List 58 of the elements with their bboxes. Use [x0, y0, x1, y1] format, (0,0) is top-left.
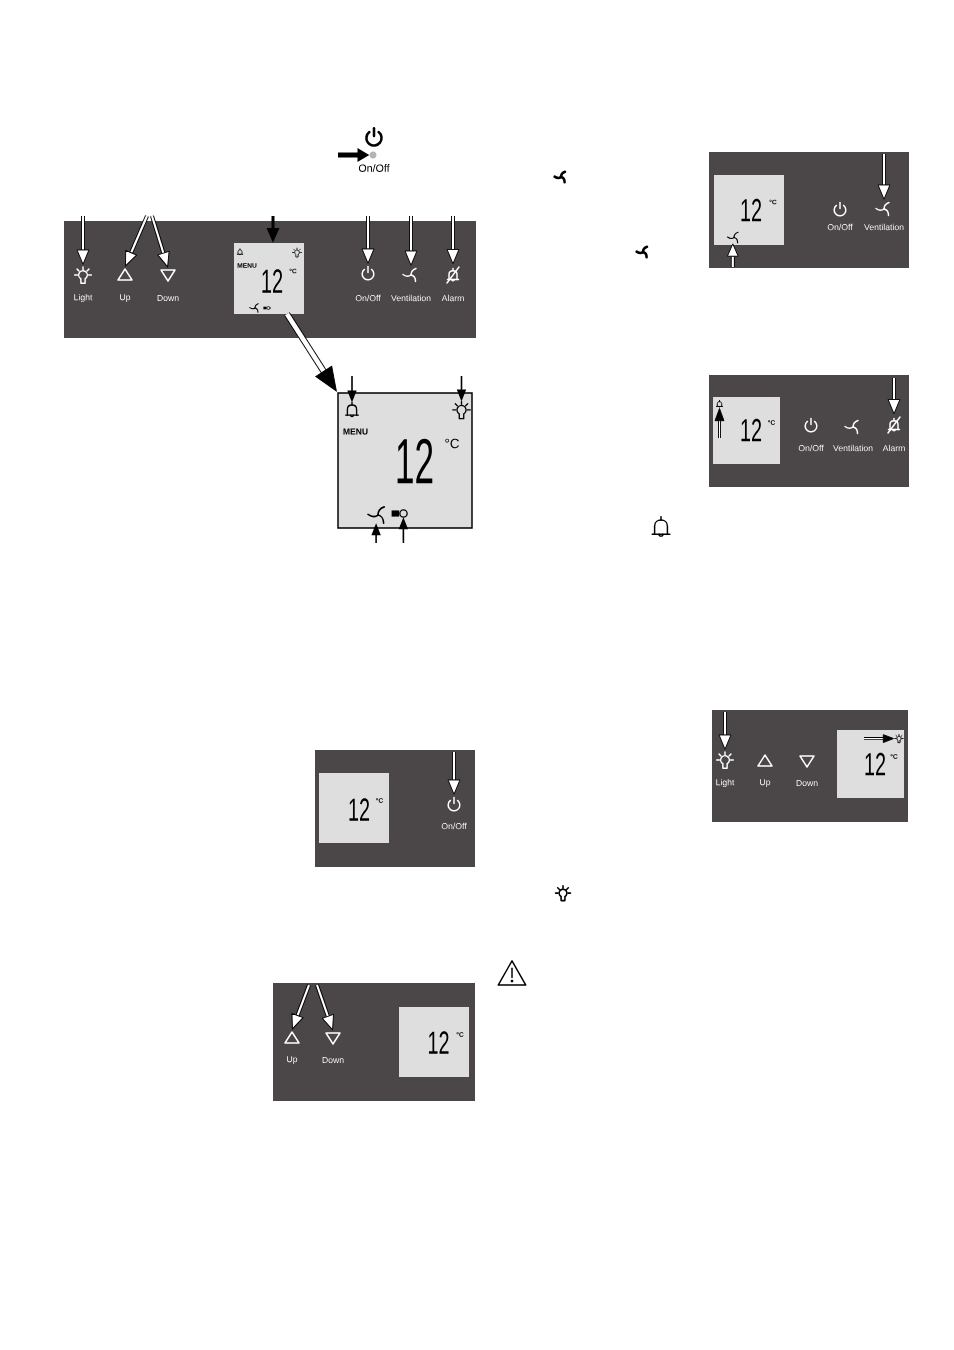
- arrow: [76, 216, 90, 265]
- bell-icon: [345, 401, 359, 418]
- lcd-screen: [337, 392, 473, 529]
- control-label: Ventilation: [864, 223, 904, 231]
- control-label: Ventilation: [833, 444, 873, 452]
- arrow: [877, 154, 891, 200]
- menu-label: MENU: [343, 428, 368, 435]
- arrow: [863, 734, 894, 743]
- light-bulb-icon: [894, 734, 904, 744]
- arrow: [291, 984, 311, 1030]
- control-label: Light: [716, 779, 735, 788]
- lcd-screen: [713, 397, 780, 464]
- control-label: On/Off: [798, 444, 824, 452]
- control-label: On/Off: [358, 164, 390, 172]
- arrow: [361, 216, 375, 264]
- control-label: Ventilation: [391, 294, 431, 302]
- temperature-reading: 12: [865, 752, 886, 776]
- control-label: Alarm: [882, 444, 905, 452]
- arrow: [404, 216, 418, 266]
- control-label: Down: [796, 780, 818, 787]
- arrow: [726, 243, 739, 267]
- temperature-reading: 12: [262, 269, 283, 293]
- fan-icon: [727, 231, 739, 244]
- lcd-screen: [319, 773, 389, 843]
- control-label: Light: [74, 293, 93, 303]
- lcd-screen: [234, 243, 304, 314]
- arrow: [446, 216, 460, 265]
- arrow: [315, 984, 334, 1031]
- control-label: Down: [157, 295, 179, 302]
- bell-icon: [716, 399, 723, 408]
- control-label: On/Off: [355, 294, 381, 302]
- control-label: Up: [120, 294, 131, 302]
- temperature-reading: 12: [349, 798, 370, 821]
- control-label: Alarm: [441, 294, 464, 302]
- arrow: [284, 312, 337, 392]
- control-label: Up: [287, 1056, 298, 1064]
- temperature-reading: 12: [741, 198, 762, 222]
- control-label: Down: [322, 1057, 344, 1064]
- control-label: On/Off: [441, 822, 467, 830]
- temperature-reading: 12: [397, 438, 433, 484]
- fan-icon: [367, 506, 386, 524]
- control-label: On/Off: [827, 223, 853, 231]
- lcd-screen: [399, 1007, 469, 1077]
- indicator-light: [369, 151, 377, 159]
- arrow: [714, 408, 725, 439]
- key-icon: [391, 509, 408, 518]
- lcd-screen: [837, 730, 904, 798]
- arrow: [718, 712, 732, 750]
- control-label: Up: [760, 779, 771, 787]
- lcd-screen: [714, 175, 784, 245]
- temperature-reading: 12: [429, 1031, 449, 1054]
- arrow: [447, 752, 461, 795]
- arrow: [125, 215, 149, 267]
- light-bulb-icon: [452, 400, 471, 420]
- arrow: [887, 378, 901, 415]
- arrow: [150, 215, 170, 268]
- temperature-reading: 12: [741, 418, 762, 442]
- unit-label: °C: [445, 438, 459, 449]
